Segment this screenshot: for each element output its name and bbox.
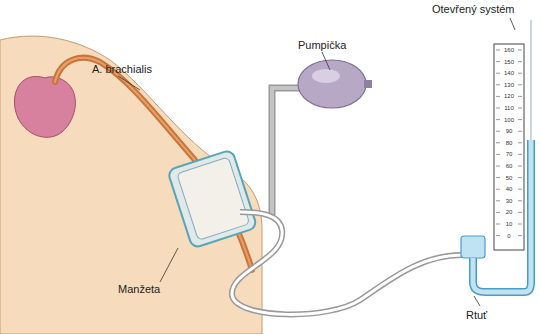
scale-number: 20 (499, 209, 519, 215)
scale-number: 160 (499, 47, 519, 53)
scale-number: 150 (499, 59, 519, 65)
leader-line (118, 76, 140, 90)
artery-label: A. brachialis (92, 64, 152, 75)
leader-line (322, 52, 330, 70)
scale-number: 70 (499, 151, 519, 157)
pump-valve (364, 80, 372, 88)
leader-line (510, 18, 515, 30)
pump-stem (272, 88, 300, 215)
scale-number: 140 (499, 70, 519, 76)
cuff-inner (177, 157, 250, 240)
tube (232, 212, 462, 314)
scale-number: 0 (499, 233, 519, 239)
pump-highlight (312, 69, 340, 83)
scale-number: 100 (499, 117, 519, 123)
leader-line (160, 248, 178, 282)
scale-number: 60 (499, 163, 519, 169)
scale-panel (494, 44, 524, 250)
scale-number: 10 (499, 221, 519, 227)
cuff-label: Manžeta (118, 284, 160, 295)
scale-number: 90 (499, 128, 519, 134)
open-tube (531, 20, 532, 140)
pump-bulb (298, 60, 366, 108)
system-label: Otevřený systém (432, 4, 515, 15)
pump-stem-inner (272, 88, 300, 215)
scale-number: 80 (499, 140, 519, 146)
tube-inner (232, 212, 462, 314)
pump-label: Pumpička (298, 40, 346, 51)
scale-number: 30 (499, 198, 519, 204)
scale-number: 110 (499, 105, 519, 111)
scale-ticks (496, 50, 522, 236)
leader-line (474, 296, 480, 306)
arm (0, 36, 262, 334)
scale-number: 50 (499, 175, 519, 181)
scale-number: 130 (499, 82, 519, 88)
scale-number: 120 (499, 93, 519, 99)
heart (14, 76, 75, 137)
mercury-reservoir (461, 236, 485, 258)
mercury-label: Rtuť (466, 310, 487, 321)
cuff-outer (167, 149, 257, 248)
cuff (167, 149, 257, 248)
scale-number: 40 (499, 186, 519, 192)
